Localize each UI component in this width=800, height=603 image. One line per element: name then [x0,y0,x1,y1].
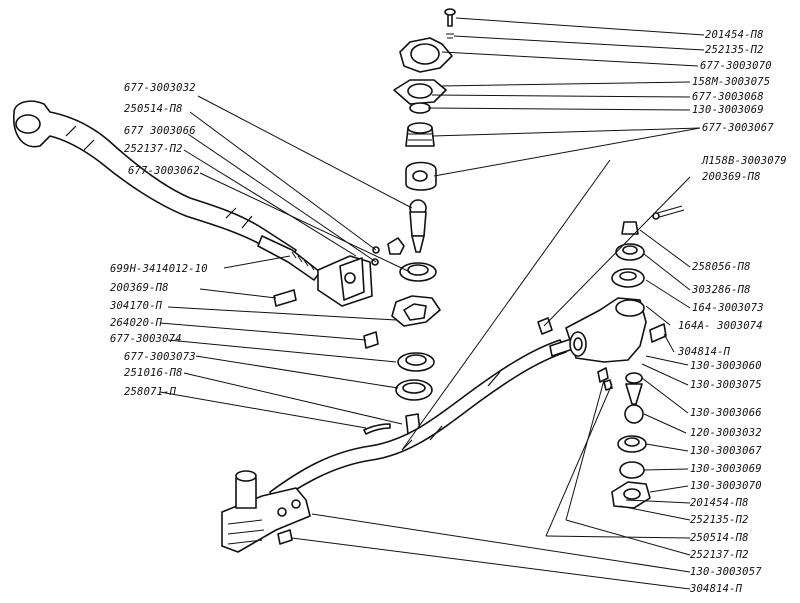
label-252135-p2-bot: 252135-П2 [690,514,749,526]
upper-ball-joint-parts [273,8,456,435]
label-201454-p8-top: 201454-П8 [705,29,764,41]
label-677-3003074: 677-3003074 [110,333,182,345]
label-252137-p2-bot: 252137-П2 [690,549,749,561]
label-130-3003070: 130-3003070 [690,480,762,492]
label-130-3003075: 130-3003075 [690,379,762,391]
left-clamp [317,246,380,307]
label-677-3003062: 677-3003062 [128,165,200,177]
label-677-3003068: 677-3003068 [692,91,764,103]
label-304814-p-right: 304814-П [678,346,731,358]
leader-lines [159,17,705,590]
lower-left-tie-rod-end [221,470,311,553]
label-130-3003069-bot: 130-3003069 [690,463,762,475]
label-130-3003057: 130-3003057 [690,566,762,578]
label-258056-p8: 258056-П8 [692,261,751,273]
label-201454-p8-bot: 201454-П8 [690,497,749,509]
label-252135-p2-top: 252135-П2 [705,44,764,56]
label-677-3003066: 677 3003066 [124,125,196,137]
label-130-3003069-top: 130-3003069 [692,104,764,116]
label-677-3003073: 677-3003073 [124,351,196,363]
label-258071-p: 258071-П [124,386,177,398]
label-304170-p: 304170-П [110,300,163,312]
right-steering-arm [537,205,685,509]
label-677-3003067: 677-3003067 [702,122,774,134]
label-251016-p8: 251016-П8 [124,367,183,379]
label-250514-p8-bot: 250514-П8 [690,532,749,544]
label-l158v-3003079: Л158В-3003079 [702,155,787,167]
label-677-3003070: 677-3003070 [700,60,772,72]
label-264020-p: 264020-П [110,317,163,329]
label-130-3003066: 130-3003066 [690,407,762,419]
label-200369-p8-left: 200369-П8 [110,282,169,294]
label-164-3003073: 164-3003073 [692,302,764,314]
label-130-3003060: 130-3003060 [690,360,762,372]
label-304814-p-bot: 304814-П [690,583,743,595]
label-130-3003067: 130-3003067 [690,445,762,457]
label-252137-p2-left: 252137-П2 [124,143,183,155]
label-250514-p8-left: 250514-П8 [124,103,183,115]
label-158m-3003075: 158М-3003075 [692,76,771,88]
label-677-3003032: 677-3003032 [124,82,196,94]
label-200369-p8-right: 200369-П8 [702,171,761,183]
label-699n-3414012: 699Н-3414012-10 [110,263,208,275]
label-120-3003032: 120-3003032 [690,427,762,439]
left-tie-rod [13,100,321,281]
label-164a-3003074: 164А- 3003074 [678,320,763,332]
label-303286-p8: 303286-П8 [692,284,751,296]
